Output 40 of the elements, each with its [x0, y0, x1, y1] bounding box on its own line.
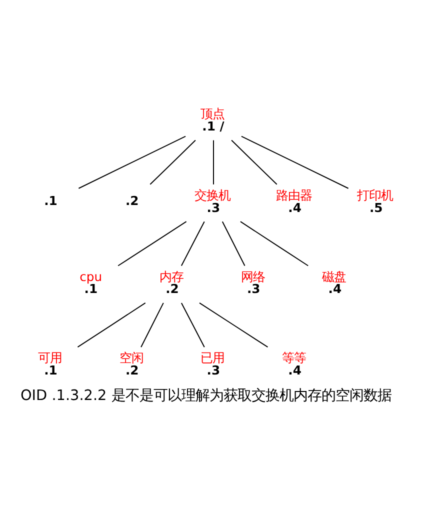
connector	[181, 302, 205, 347]
connector	[180, 220, 205, 266]
node-text: .3	[206, 200, 220, 214]
node-label: 空闲	[119, 350, 144, 365]
connector	[231, 139, 278, 184]
node-text: .4	[288, 200, 302, 214]
node-label: 等等	[282, 350, 306, 365]
node-label: 交换机	[194, 188, 230, 202]
node-text: .4	[328, 282, 342, 296]
node-text: .2	[125, 194, 139, 208]
connector	[212, 140, 214, 184]
node-text: .5	[369, 200, 383, 214]
node-text: .4	[288, 363, 302, 378]
node-label: 磁盘	[322, 269, 346, 284]
node-text: .1	[84, 282, 98, 296]
connector	[240, 220, 308, 266]
node-label: 已用	[200, 350, 225, 365]
connector	[150, 139, 196, 184]
node-label: cpu	[80, 269, 102, 284]
connector	[118, 220, 187, 266]
connector	[241, 135, 349, 188]
node-label: 内存	[159, 269, 184, 284]
node-label: 路由器	[276, 188, 312, 202]
connector	[140, 302, 164, 347]
node-text: .1	[44, 363, 58, 378]
caption: OID .1.3.2.2 是不是可以理解为获取交换机内存的空闲数据	[20, 387, 392, 404]
node-text: .3	[246, 282, 260, 296]
connector	[78, 135, 186, 188]
connector	[222, 220, 246, 266]
node-text: .1 /	[202, 119, 224, 134]
node-text: .3	[206, 363, 220, 378]
node-label: 网络	[240, 269, 265, 284]
connector	[77, 302, 146, 348]
node-text: .1	[44, 194, 58, 208]
node-text: .2	[166, 282, 179, 296]
node-label: 打印机	[357, 188, 394, 202]
connector	[199, 302, 268, 348]
node-text: .2	[125, 363, 139, 378]
node-label: 可用	[38, 350, 62, 365]
node-label: 顶点	[200, 106, 225, 121]
